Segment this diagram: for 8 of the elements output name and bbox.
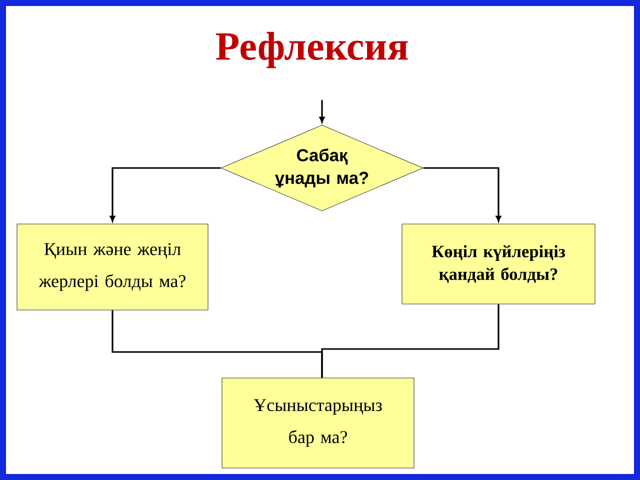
process-box: Көңіл күйлеріңіз қандай болды? (402, 224, 596, 304)
process-box: Қиын және жеңіл жерлері болды ма? (16, 224, 208, 310)
process-box: Ұсыныстарыңыз бар ма? (222, 378, 414, 468)
connector (110, 167, 221, 222)
connector (319, 100, 325, 123)
title: Рефлексия (216, 32, 408, 68)
connector (423, 167, 502, 222)
connector (321, 304, 500, 378)
